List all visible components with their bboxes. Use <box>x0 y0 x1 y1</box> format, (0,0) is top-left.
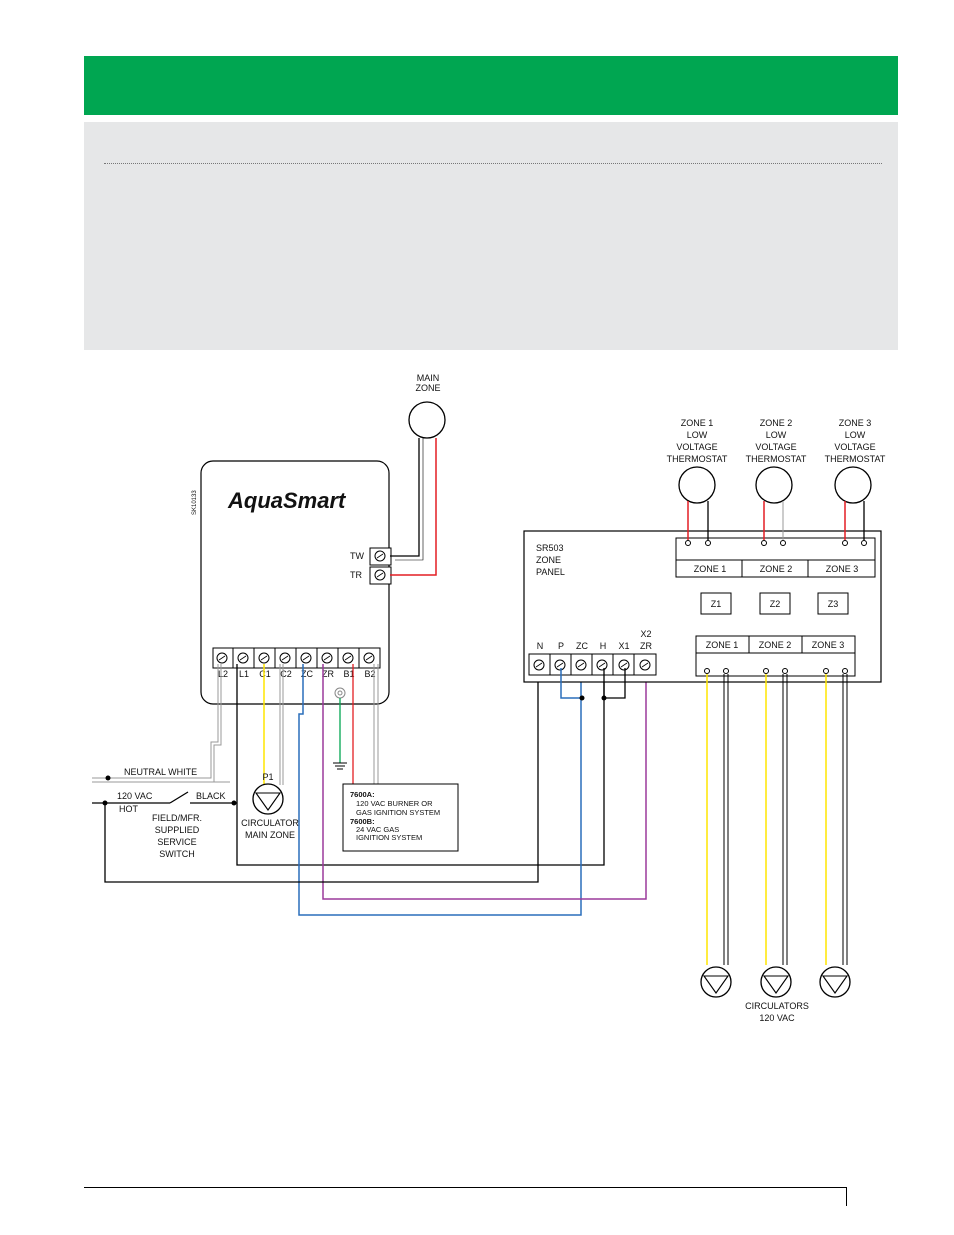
zone3-thermostat <box>834 466 872 504</box>
z3-button <box>817 592 849 615</box>
z2-button <box>759 592 791 615</box>
term-b2: B2 <box>364 669 375 679</box>
svg-text:LOW: LOW <box>687 430 708 440</box>
svg-text:X2: X2 <box>640 629 651 639</box>
svg-text:120 VAC BURNER OR: 120 VAC BURNER OR <box>356 799 433 808</box>
term-c2: C2 <box>280 669 292 679</box>
model-code: SK10133 <box>192 490 198 515</box>
hot-label: HOT <box>119 804 139 814</box>
aquasmart-terminals <box>216 648 375 668</box>
svg-text:H: H <box>600 641 607 651</box>
footer-rule <box>84 1187 846 1188</box>
svg-text:THERMOSTAT: THERMOSTAT <box>825 454 886 464</box>
svg-text:X1: X1 <box>618 641 629 651</box>
svg-text:P: P <box>558 641 564 651</box>
switch-label-3: SERVICE <box>157 837 196 847</box>
zone1-thermostat <box>678 466 716 504</box>
footer-tick <box>846 1187 847 1206</box>
term-b1: B1 <box>343 669 354 679</box>
svg-text:ZONE 3: ZONE 3 <box>839 418 872 428</box>
intro-panel <box>84 122 898 350</box>
svg-text:VOLTAGE: VOLTAGE <box>755 442 796 452</box>
svg-text:Z1: Z1 <box>711 599 722 609</box>
svg-text:LOW: LOW <box>766 430 787 440</box>
svg-text:N: N <box>537 641 544 651</box>
svg-text:IGNITION SYSTEM: IGNITION SYSTEM <box>356 833 422 842</box>
svg-text:Z3: Z3 <box>828 599 839 609</box>
svg-text:ZONE 1: ZONE 1 <box>681 418 714 428</box>
zone2-thermostat <box>755 466 793 504</box>
main-zone-pump <box>252 783 284 815</box>
svg-text:ZONE: ZONE <box>536 555 561 565</box>
svg-text:ZONE 3: ZONE 3 <box>812 640 845 650</box>
z1-button <box>700 592 732 615</box>
term-zr: ZR <box>322 669 334 679</box>
svg-text:ZC: ZC <box>576 641 588 651</box>
divider <box>104 163 882 164</box>
main-zone-thermostat <box>408 401 446 439</box>
svg-text:ZONE 1: ZONE 1 <box>694 564 727 574</box>
svg-text:THERMOSTAT: THERMOSTAT <box>746 454 807 464</box>
circulators-label-2: 120 VAC <box>759 1013 795 1023</box>
switch-label-1: FIELD/MFR. <box>152 813 202 823</box>
p1-label: P1 <box>262 772 273 782</box>
tr-label: TR <box>350 570 362 580</box>
header-bar <box>84 56 898 115</box>
svg-text:ZONE 2: ZONE 2 <box>760 418 793 428</box>
brand-logo: AquaSmart <box>227 488 347 513</box>
main-zone-label-1: MAIN <box>417 373 440 383</box>
circulators-label-1: CIRCULATORS <box>745 1001 809 1011</box>
svg-text:Z2: Z2 <box>770 599 781 609</box>
term-l2: L2 <box>218 669 228 679</box>
hot-vac-label: 120 VAC <box>117 791 153 801</box>
svg-text:ZR: ZR <box>640 641 652 651</box>
svg-text:PANEL: PANEL <box>536 567 565 577</box>
svg-text:ZONE 2: ZONE 2 <box>759 640 792 650</box>
svg-text:ZONE 2: ZONE 2 <box>760 564 793 574</box>
term-zc: ZC <box>301 669 313 679</box>
svg-text:VOLTAGE: VOLTAGE <box>676 442 717 452</box>
svg-text:LOW: LOW <box>845 430 866 440</box>
svg-text:7600B:: 7600B: <box>350 817 375 826</box>
svg-text:VOLTAGE: VOLTAGE <box>834 442 875 452</box>
black-label: BLACK <box>196 791 226 801</box>
svg-text:7600A:: 7600A: <box>350 790 375 799</box>
circulator-label-1: CIRCULATOR <box>241 818 299 828</box>
neutral-white-label: NEUTRAL WHITE <box>124 767 197 777</box>
switch-label-2: SUPPLIED <box>155 825 200 835</box>
switch-label-4: SWITCH <box>159 849 195 859</box>
ignition-note <box>342 783 459 852</box>
svg-text:ZONE 1: ZONE 1 <box>706 640 739 650</box>
svg-text:24 VAC GAS: 24 VAC GAS <box>356 825 399 834</box>
main-zone-label-2: ZONE <box>415 383 440 393</box>
svg-text:THERMOSTAT: THERMOSTAT <box>667 454 728 464</box>
term-l1: L1 <box>239 669 249 679</box>
circulator-label-2: MAIN ZONE <box>245 830 295 840</box>
svg-text:GAS IGNITION SYSTEM: GAS IGNITION SYSTEM <box>356 808 440 817</box>
zone2-circulator <box>760 966 792 998</box>
zone1-circulator <box>700 966 732 998</box>
tw-label: TW <box>350 551 364 561</box>
svg-text:SR503: SR503 <box>536 543 564 553</box>
zone3-circulator <box>819 966 851 998</box>
term-c1: C1 <box>259 669 271 679</box>
svg-text:ZONE 3: ZONE 3 <box>826 564 859 574</box>
